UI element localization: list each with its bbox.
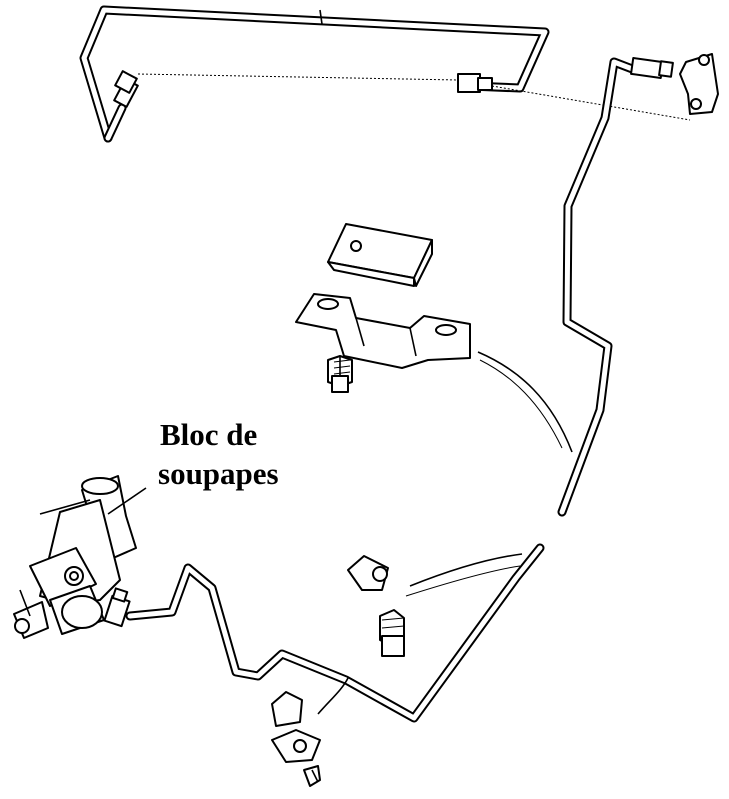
label-leader-line xyxy=(107,487,147,515)
long-brake-pipe xyxy=(557,56,674,517)
small-screw xyxy=(303,765,321,787)
valve-block-label-line1: Bloc de xyxy=(160,417,258,452)
bracket-bolt xyxy=(327,355,353,393)
valve-block xyxy=(13,475,137,639)
pipe-clip-upper xyxy=(347,555,389,591)
valve-block-fitting xyxy=(103,587,131,628)
upper-left-brake-pipe xyxy=(79,5,550,143)
brake-tee-connector xyxy=(679,53,719,115)
pipe-union-nut-left xyxy=(113,70,139,108)
pipe-clamp-cover xyxy=(327,223,433,287)
mounting-bracket xyxy=(295,293,471,369)
pipe-union-nut-right xyxy=(457,73,493,93)
valve-block-label-line2: soupapes xyxy=(158,456,279,491)
clip-bolt xyxy=(379,609,405,657)
pipe-fitting-top-right xyxy=(630,56,674,80)
pipe-clip-lower xyxy=(271,691,321,763)
lower-brake-pipe xyxy=(125,543,545,723)
